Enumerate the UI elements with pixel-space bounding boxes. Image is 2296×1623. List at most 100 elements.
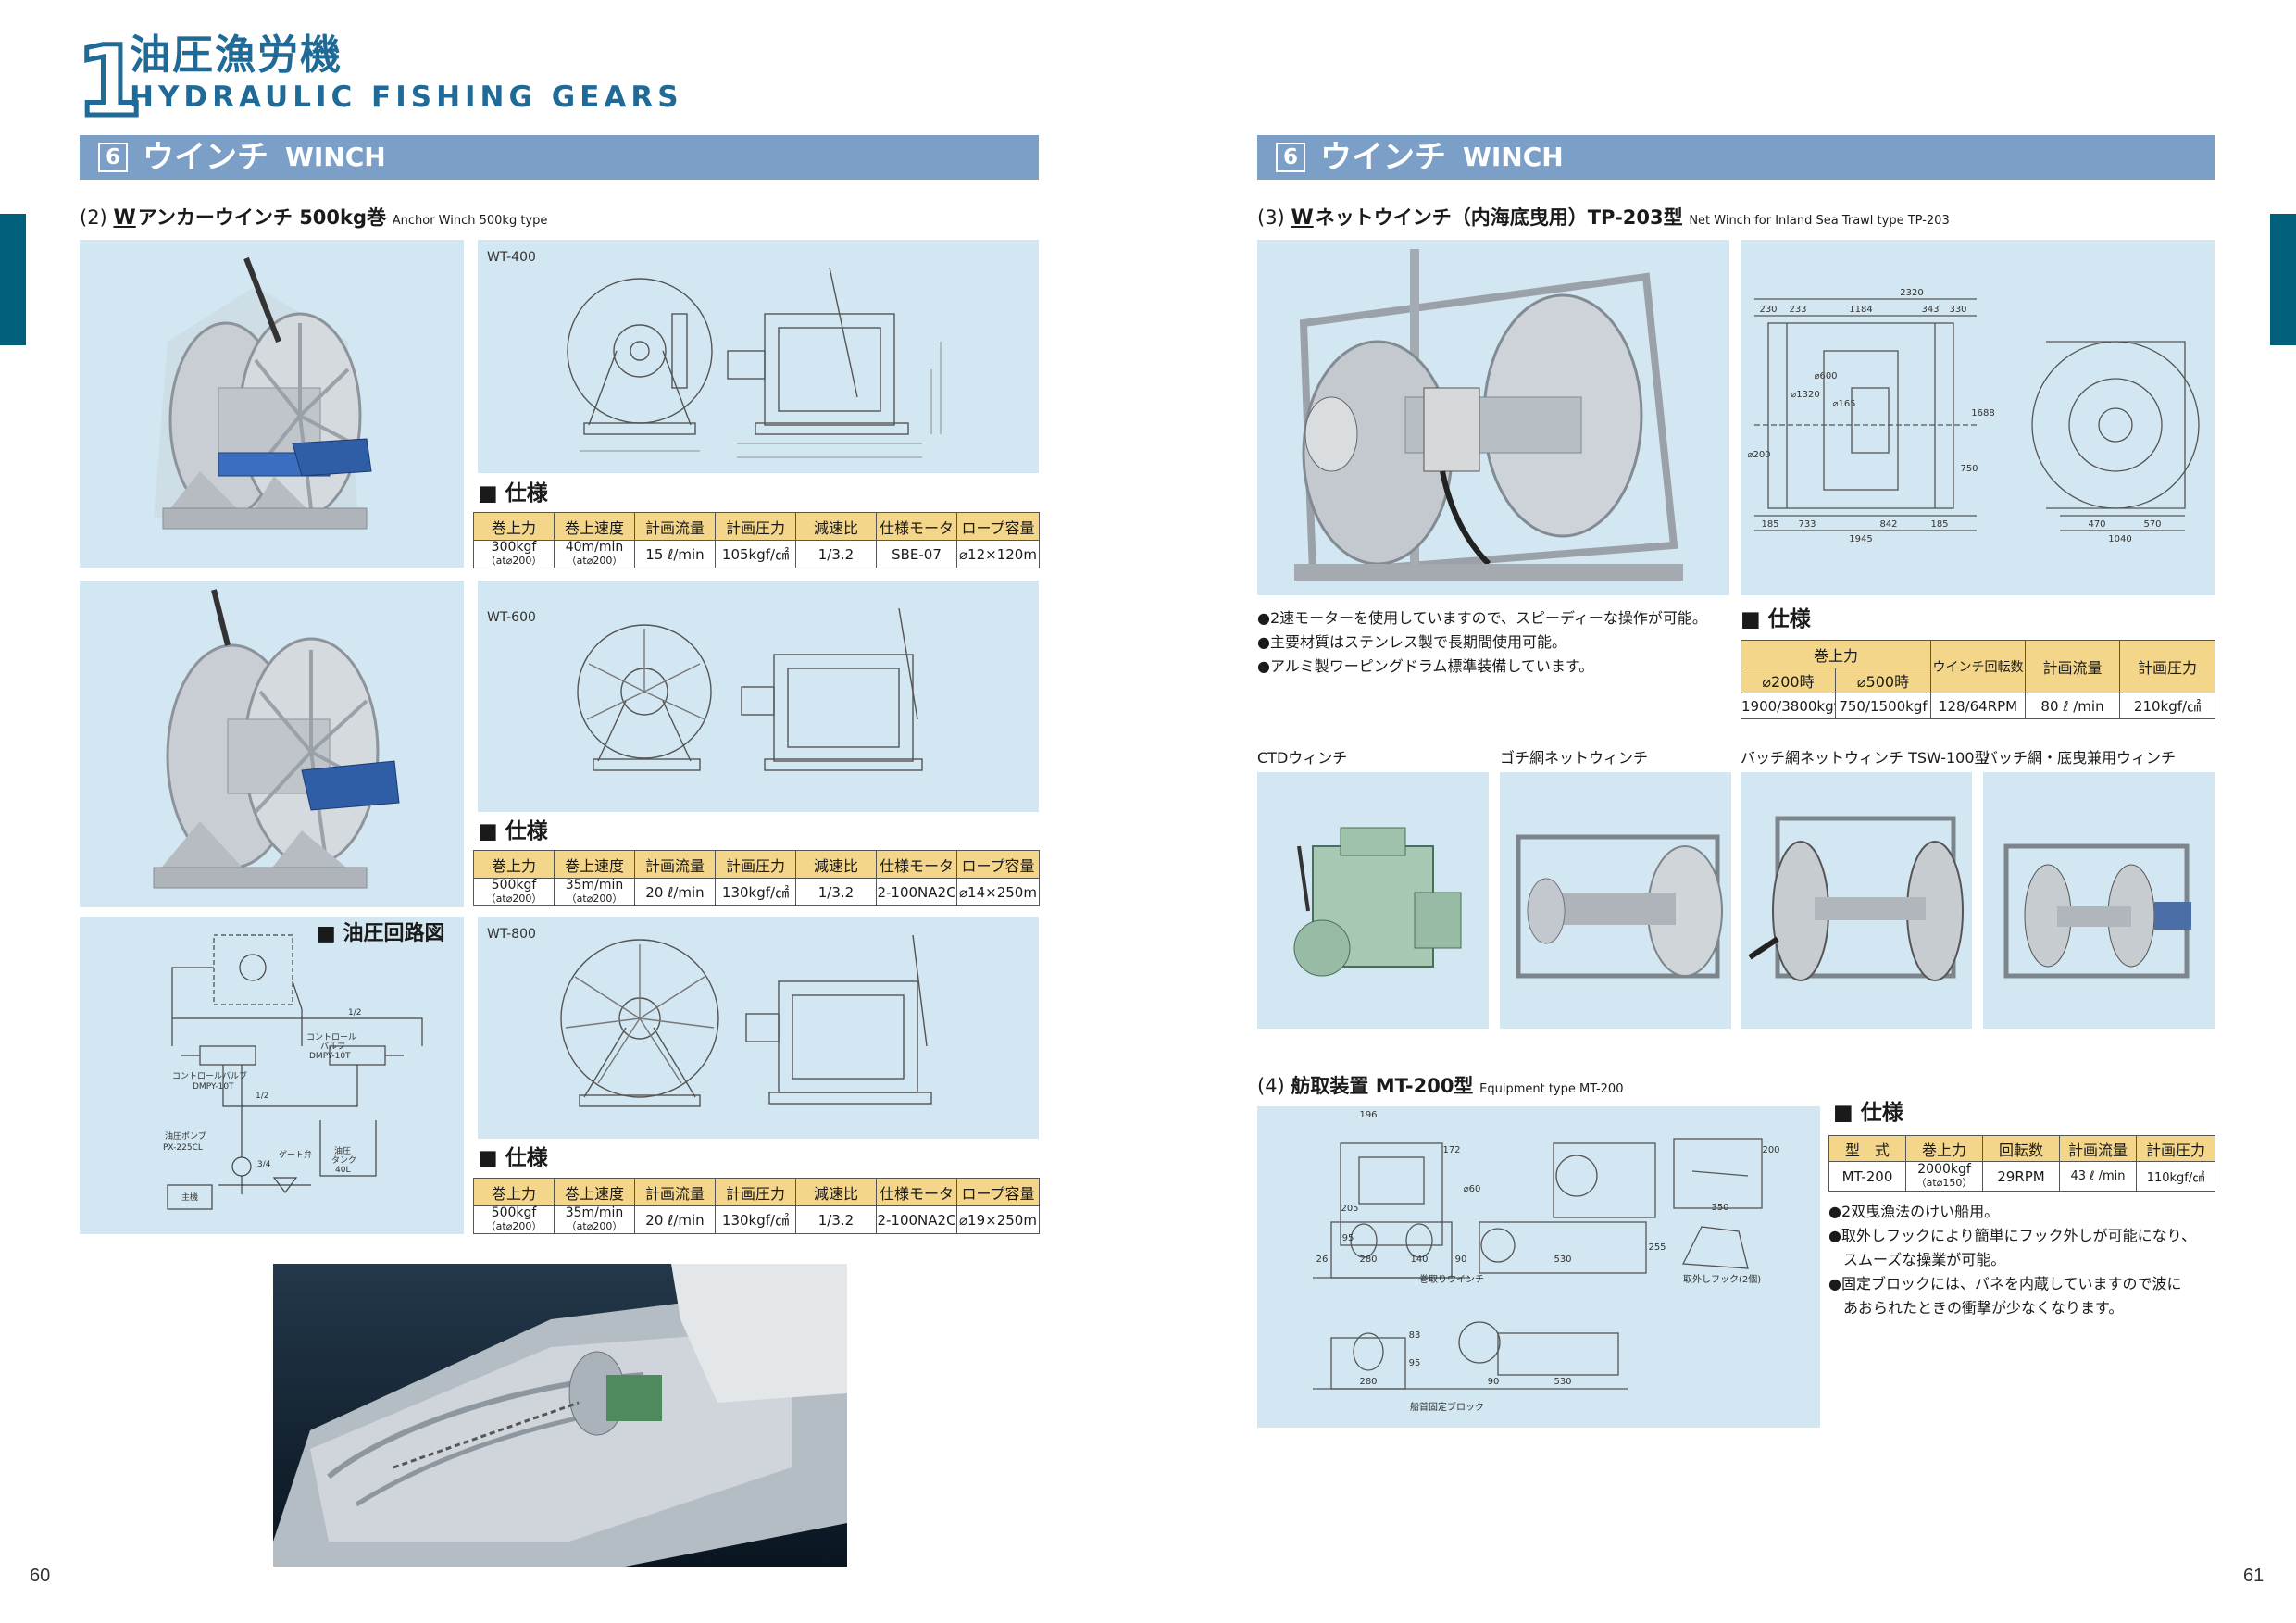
gallery-caption-ctd: CTDウィンチ (1257, 749, 1348, 767)
left-section-bar: 6 ウインチ WINCH (80, 135, 1039, 180)
model-label: WT-400 (487, 250, 536, 265)
mt200-title: (4) 舫取装置 MT-200型 Equipment type MT-200 (1257, 1075, 1624, 1097)
svg-text:185: 185 (1761, 519, 1778, 530)
svg-text:40L: 40L (335, 1166, 350, 1175)
svg-text:185: 185 (1930, 519, 1948, 530)
mt200-spec-table: 型 式 巻上力 回転数 計画流量 計画圧力 MT-200 2000kgf（at⌀… (1828, 1135, 2215, 1192)
svg-text:255: 255 (1648, 1242, 1666, 1253)
winch-photo-wt400 (80, 240, 464, 568)
drawing-panel-wt400: WT-400 (478, 240, 1039, 473)
ctd-winch-photo (1257, 772, 1489, 1029)
svg-text:200: 200 (1762, 1145, 1779, 1155)
svg-text:主機: 主機 (181, 1192, 198, 1203)
mt200-features: ●2双曳漁法のけい船用。 ●取外しフックにより簡単にフック外しが可能になり、 ス… (1828, 1203, 2197, 1317)
svg-text:⌀200: ⌀200 (1747, 450, 1770, 460)
svg-text:570: 570 (2143, 519, 2161, 530)
boat-bow-photo (273, 1264, 847, 1567)
spec-heading-wt800: ■ 仕様 (478, 1146, 548, 1170)
drawing-panel-wt800: WT-800 (478, 917, 1039, 1139)
svg-text:⌀1320: ⌀1320 (1791, 390, 1819, 400)
svg-text:1184: 1184 (1849, 305, 1872, 315)
circuit-diagram: コントロールバルブ DMPY-10T コントロール バルブ DMPY-10T 油… (163, 934, 423, 1210)
tp203-drawing-panel: 2320 230 233 1184 343 330 185 733 842 18… (1741, 240, 2215, 595)
gallery-caption-batchi: バッチ網ネットウィンチ TSW-100型 (1741, 749, 1990, 767)
svg-text:140: 140 (1410, 1255, 1428, 1265)
gochi-net-winch-photo (1500, 772, 1731, 1029)
svg-text:巻取りウインチ: 巻取りウインチ (1419, 1274, 1484, 1285)
svg-text:95: 95 (1409, 1358, 1421, 1368)
svg-text:530: 530 (1554, 1377, 1571, 1387)
svg-text:230: 230 (1759, 305, 1777, 315)
brand-logo: W (1291, 206, 1314, 230)
spec-table-wt600: 巻上力巻上速度計画流量計画圧力減速比仕様モータロープ容量 500kgf（at⌀2… (473, 850, 1040, 906)
svg-text:280: 280 (1359, 1255, 1377, 1265)
spec-table-wt400: 巻上力巻上速度計画流量計画圧力減速比仕様モータロープ容量 300kgf（at⌀2… (473, 512, 1040, 568)
chapter-number: 1 (73, 25, 144, 138)
tp203-features: ●2速モーターを使用していますので、スピーディーな操作が可能。 ●主要材質はステ… (1257, 609, 1707, 675)
winch-photo-wt600 (80, 581, 464, 907)
model-label: WT-800 (487, 927, 536, 942)
section-title-jp: ウインチ (143, 139, 268, 176)
right-edge-tab (2270, 214, 2296, 345)
svg-text:530: 530 (1554, 1255, 1571, 1265)
section-title-en: WINCH (285, 142, 386, 172)
svg-text:油圧ポンプ: 油圧ポンプ (165, 1130, 206, 1142)
svg-text:172: 172 (1442, 1145, 1460, 1155)
page-number-right: 61 (2243, 1566, 2265, 1586)
svg-text:1/2: 1/2 (256, 1092, 268, 1101)
spec-heading-wt600: ■ 仕様 (478, 819, 548, 843)
mt200-drawing-panel: 196 172 205 95 26 280 140 90 530 200 350… (1257, 1106, 1820, 1428)
section-number-box: 6 (98, 143, 128, 172)
right-section-bar: 6 ウインチ WINCH (1257, 135, 2215, 180)
svg-text:90: 90 (1455, 1255, 1467, 1265)
chapter-title-jp: 油圧漁労機 (130, 31, 343, 79)
svg-text:⌀60: ⌀60 (1464, 1184, 1481, 1194)
svg-text:DMPY-10T: DMPY-10T (193, 1082, 234, 1092)
svg-text:733: 733 (1798, 519, 1816, 530)
svg-text:DMPY-10T: DMPY-10T (309, 1052, 351, 1061)
svg-text:205: 205 (1341, 1204, 1358, 1214)
technical-drawing: 2320 230 233 1184 343 330 185 733 842 18… (1747, 288, 2200, 544)
chapter-title-en: HYDRAULIC FISHING GEARS (130, 81, 683, 114)
brand-logo: W (113, 206, 136, 230)
batchi-net-winch-photo (1741, 772, 1972, 1029)
svg-text:油圧: 油圧 (334, 1145, 351, 1156)
page-number-left: 60 (30, 1566, 51, 1586)
circuit-title: ■ 油圧回路図 (317, 922, 445, 945)
svg-text:コントロールバルブ: コントロールバルブ (172, 1070, 247, 1081)
svg-text:196: 196 (1359, 1110, 1377, 1120)
svg-text:26: 26 (1316, 1255, 1329, 1265)
svg-text:コントロール: コントロール (306, 1033, 356, 1042)
svg-text:1945: 1945 (1849, 534, 1872, 544)
svg-text:⌀600: ⌀600 (1814, 371, 1837, 381)
svg-text:PX-225CL: PX-225CL (163, 1143, 203, 1153)
model-label: WT-600 (487, 610, 536, 625)
spec-heading-wt400: ■ 仕様 (478, 481, 548, 506)
svg-text:90: 90 (1488, 1377, 1500, 1387)
anchor-winch-title: (2) Wアンカーウインチ 500kg巻 Anchor Winch 500kg … (80, 206, 548, 230)
svg-text:バルブ: バルブ (320, 1041, 345, 1052)
svg-text:280: 280 (1359, 1377, 1377, 1387)
svg-text:95: 95 (1342, 1233, 1354, 1243)
svg-text:1/2: 1/2 (348, 1008, 361, 1017)
gallery-caption-gochi: ゴチ網ネットウィンチ (1500, 749, 1649, 767)
technical-drawing: 196 172 205 95 26 280 140 90 530 200 350… (1313, 1110, 1780, 1413)
section-title-jp: ウインチ (1320, 139, 1446, 176)
svg-text:⌀165: ⌀165 (1832, 399, 1855, 409)
svg-text:233: 233 (1789, 305, 1806, 315)
svg-text:1040: 1040 (2108, 534, 2131, 544)
svg-text:330: 330 (1949, 305, 1966, 315)
svg-text:タンク: タンク (331, 1155, 356, 1166)
svg-text:750: 750 (1960, 464, 1978, 474)
technical-drawing (560, 934, 932, 1107)
svg-text:1688: 1688 (1971, 408, 1994, 418)
svg-text:350: 350 (1711, 1203, 1728, 1213)
hydraulic-circuit-panel: ■ 油圧回路図 コントロールバルブ DMPY-10T コントロール バルブ DM… (80, 917, 464, 1234)
drawing-panel-wt600: WT-600 (478, 581, 1039, 812)
svg-text:842: 842 (1879, 519, 1897, 530)
svg-text:343: 343 (1921, 305, 1939, 315)
tp203-spec-table: 巻上力 ウインチ回転数 計画流量 計画圧力 ⌀200時 ⌀500時 1900/3… (1740, 640, 2216, 719)
svg-text:ゲート弁: ゲート弁 (279, 1149, 312, 1160)
mt200-spec-heading: ■ 仕様 (1833, 1101, 1903, 1125)
gallery-caption-batchi-trawl: バッチ網・底曳兼用ウィンチ (1983, 749, 2177, 767)
